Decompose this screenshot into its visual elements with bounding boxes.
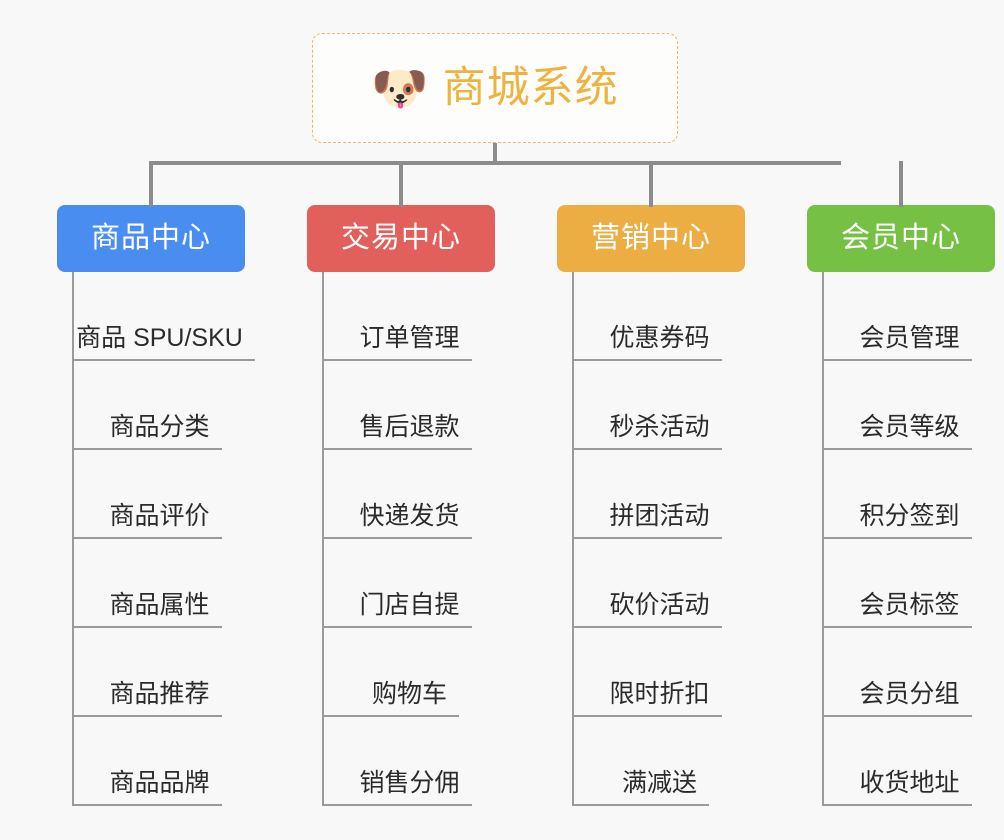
leaf-item-label: 商品分类 <box>109 413 210 441</box>
leaf-underline <box>324 715 459 717</box>
leaf-item-label: 秒杀活动 <box>609 413 710 441</box>
leaf-underline <box>824 715 972 717</box>
leaf-item[interactable]: 订单管理 <box>324 272 495 361</box>
leaf-item-label: 收货地址 <box>859 769 960 797</box>
leaf-item-label: 会员分组 <box>859 680 960 708</box>
root-title: 商城系统 <box>442 63 619 112</box>
leaf-item[interactable]: 商品 SPU/SKU <box>74 272 255 361</box>
shiba-dog-face-icon: 🐶 <box>371 62 429 114</box>
column-header-member-center[interactable]: 会员中心 <box>807 205 995 272</box>
leaf-underline <box>74 537 222 539</box>
connector-horizontal-bus <box>149 161 841 165</box>
leaf-underline <box>824 537 972 539</box>
column-marketing-center: 营销中心优惠券码秒杀活动拼团活动砍价活动限时折扣满减送 <box>557 205 745 806</box>
leaf-item[interactable]: 拼团活动 <box>574 450 745 539</box>
leaf-underline <box>824 359 972 361</box>
leaf-item[interactable]: 商品推荐 <box>74 628 245 717</box>
leaf-item[interactable]: 收货地址 <box>824 717 995 806</box>
leaf-item[interactable]: 购物车 <box>324 628 495 717</box>
root-node[interactable]: 🐶 商城系统 <box>312 33 678 143</box>
leaf-item[interactable]: 积分签到 <box>824 450 995 539</box>
leaf-item-label: 积分签到 <box>859 502 960 530</box>
leaf-underline <box>824 448 972 450</box>
leaf-item[interactable]: 限时折扣 <box>574 628 745 717</box>
leaf-item-label: 商品属性 <box>109 591 210 619</box>
column-member-center: 会员中心会员管理会员等级积分签到会员标签会员分组收货地址 <box>807 205 995 806</box>
leaf-item-label: 满减送 <box>621 769 697 797</box>
leaf-list-member-center: 会员管理会员等级积分签到会员标签会员分组收货地址 <box>822 272 995 806</box>
leaf-list-product-center: 商品 SPU/SKU 商品分类商品评价商品属性商品推荐商品品牌 <box>72 272 255 806</box>
leaf-underline <box>324 804 472 806</box>
leaf-underline <box>74 715 222 717</box>
leaf-item-label: 会员等级 <box>859 413 960 441</box>
leaf-underline <box>574 448 722 450</box>
leaf-item-label: 限时折扣 <box>609 680 710 708</box>
column-trade-center: 交易中心订单管理售后退款快递发货门店自提购物车销售分佣 <box>307 205 495 806</box>
leaf-item[interactable]: 秒杀活动 <box>574 361 745 450</box>
column-header-product-center[interactable]: 商品中心 <box>57 205 245 272</box>
leaf-item[interactable]: 商品属性 <box>74 539 245 628</box>
leaf-underline <box>74 804 222 806</box>
leaf-item[interactable]: 门店自提 <box>324 539 495 628</box>
leaf-underline <box>324 359 472 361</box>
leaf-item-label: 商品 SPU/SKU <box>76 324 243 352</box>
leaf-item-label: 商品推荐 <box>109 680 210 708</box>
leaf-underline <box>74 626 222 628</box>
leaf-underline <box>324 626 472 628</box>
leaf-underline <box>324 448 472 450</box>
leaf-item[interactable]: 商品品牌 <box>74 717 245 806</box>
leaf-item-label: 商品品牌 <box>109 769 210 797</box>
leaf-list-marketing-center: 优惠券码秒杀活动拼团活动砍价活动限时折扣满减送 <box>572 272 745 806</box>
leaf-item[interactable]: 砍价活动 <box>574 539 745 628</box>
leaf-underline <box>824 804 972 806</box>
column-product-center: 商品中心商品 SPU/SKU 商品分类商品评价商品属性商品推荐商品品牌 <box>57 205 255 806</box>
leaf-item[interactable]: 会员标签 <box>824 539 995 628</box>
leaf-item-label: 门店自提 <box>359 591 460 619</box>
leaf-underline <box>574 804 709 806</box>
leaf-underline <box>74 448 222 450</box>
leaf-item-label: 售后退款 <box>359 413 460 441</box>
leaf-item-label: 快递发货 <box>359 502 460 530</box>
leaf-item[interactable]: 优惠券码 <box>574 272 745 361</box>
leaf-underline <box>324 537 472 539</box>
column-header-marketing-center[interactable]: 营销中心 <box>557 205 745 272</box>
leaf-item[interactable]: 满减送 <box>574 717 745 806</box>
leaf-underline <box>824 626 972 628</box>
connector-drop-trade-center <box>399 161 403 207</box>
leaf-item[interactable]: 商品评价 <box>74 450 245 539</box>
leaf-underline <box>574 626 722 628</box>
leaf-item-label: 订单管理 <box>359 324 460 352</box>
leaf-item[interactable]: 售后退款 <box>324 361 495 450</box>
leaf-item[interactable]: 会员等级 <box>824 361 995 450</box>
column-header-trade-center[interactable]: 交易中心 <box>307 205 495 272</box>
connector-drop-product-center <box>149 161 153 207</box>
connector-drop-member-center <box>899 161 903 207</box>
leaf-list-trade-center: 订单管理售后退款快递发货门店自提购物车销售分佣 <box>322 272 495 806</box>
leaf-item-label: 砍价活动 <box>609 591 710 619</box>
connector-drop-marketing-center <box>649 161 653 207</box>
connector-root-stem <box>493 143 497 164</box>
leaf-item-label: 会员标签 <box>859 591 960 619</box>
leaf-item-label: 优惠券码 <box>609 324 710 352</box>
leaf-underline <box>574 359 722 361</box>
leaf-item-label: 购物车 <box>371 680 447 708</box>
leaf-underline <box>574 715 722 717</box>
leaf-item[interactable]: 会员管理 <box>824 272 995 361</box>
leaf-item-label: 销售分佣 <box>359 769 460 797</box>
leaf-item-label: 商品评价 <box>109 502 210 530</box>
leaf-item[interactable]: 会员分组 <box>824 628 995 717</box>
leaf-item[interactable]: 销售分佣 <box>324 717 495 806</box>
leaf-underline <box>74 359 255 361</box>
leaf-item-label: 会员管理 <box>859 324 960 352</box>
leaf-item[interactable]: 快递发货 <box>324 450 495 539</box>
leaf-item[interactable]: 商品分类 <box>74 361 245 450</box>
leaf-underline <box>574 537 722 539</box>
leaf-item-label: 拼团活动 <box>609 502 710 530</box>
